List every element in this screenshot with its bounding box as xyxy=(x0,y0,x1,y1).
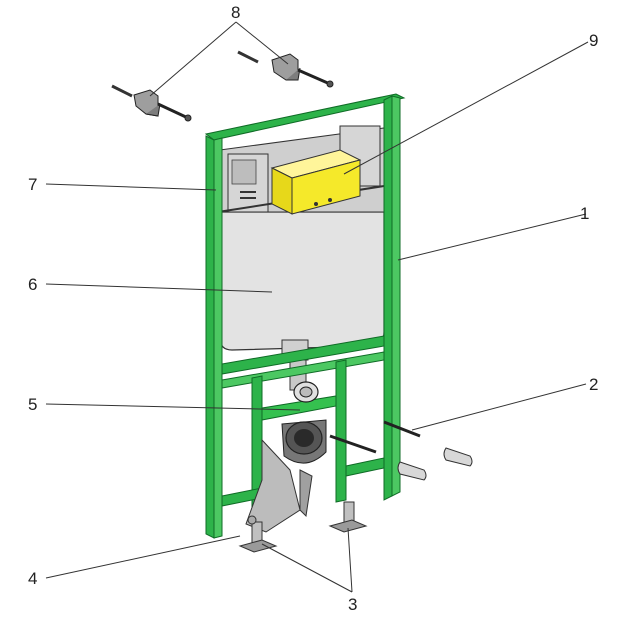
fixing-bolts xyxy=(329,420,473,481)
callout-3: 3 xyxy=(348,595,358,614)
leader-lines xyxy=(45,21,589,593)
actuator-box xyxy=(270,149,362,215)
installation-frame xyxy=(204,93,406,539)
callout-1: 1 xyxy=(580,204,590,223)
wall-bracket-left xyxy=(111,84,192,122)
adjustable-feet xyxy=(238,501,368,553)
callout-5: 5 xyxy=(28,395,38,414)
callout-2: 2 xyxy=(589,375,599,394)
drain-bend xyxy=(245,381,327,533)
callout-4: 4 xyxy=(28,569,38,588)
callout-9: 9 xyxy=(589,31,599,50)
wall-bracket-right xyxy=(237,50,334,88)
callout-8: 8 xyxy=(231,3,241,22)
callout-7: 7 xyxy=(28,175,38,194)
callout-6: 6 xyxy=(28,275,38,294)
